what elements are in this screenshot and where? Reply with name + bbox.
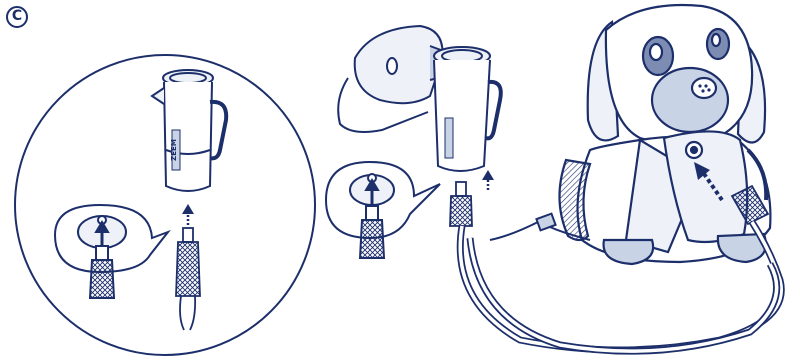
- dog-compressor: [558, 3, 772, 266]
- power-cord: [489, 212, 591, 241]
- step-label-badge: C: [6, 6, 28, 28]
- air-tube: [456, 220, 785, 355]
- nebulizer-mid: [433, 46, 503, 172]
- tube-connector-right: [730, 184, 770, 226]
- port-detail-bubble: [53, 203, 171, 299]
- arrow-up-icon: [482, 170, 494, 190]
- arrow-up-icon: [182, 204, 194, 225]
- tube-connector-closeup: [175, 227, 201, 331]
- face-mask: [337, 24, 447, 133]
- port-detail-bubble: [324, 160, 441, 259]
- tube-connector-mid: [449, 181, 473, 227]
- nebulizer-closeup: [150, 69, 229, 192]
- arrow-insert-icon: [694, 162, 724, 202]
- nebulizer-brand-label: ZEEM: [170, 139, 178, 161]
